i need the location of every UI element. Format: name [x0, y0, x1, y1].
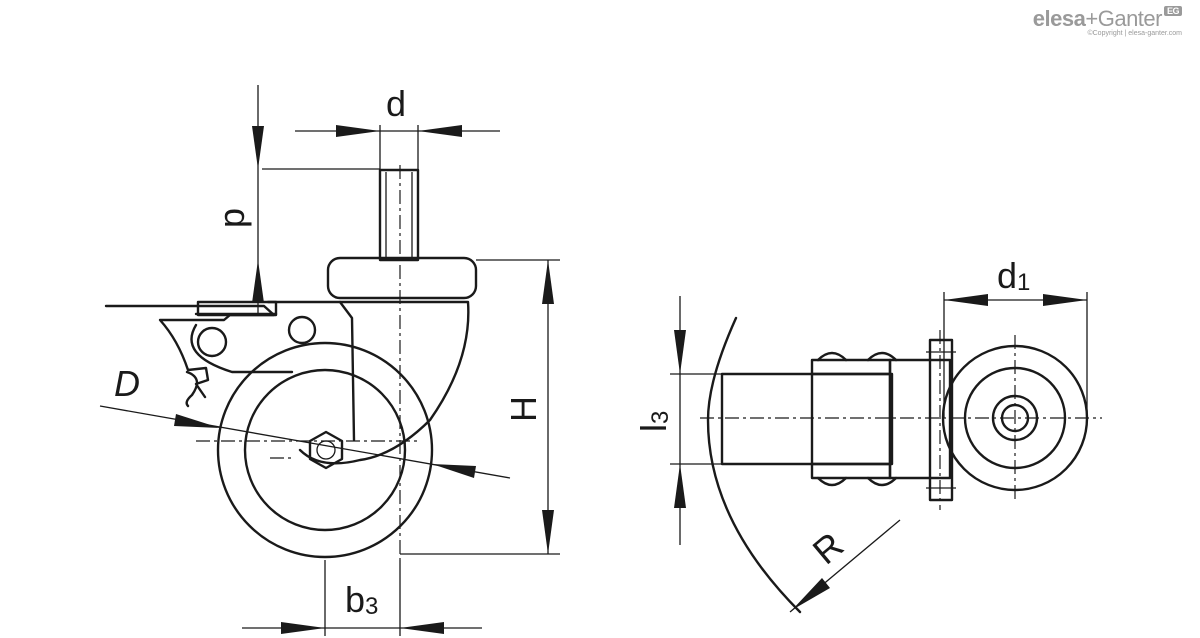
dim-D: D	[99, 363, 511, 479]
label-d1: d1	[997, 255, 1030, 296]
top-view	[700, 316, 1102, 614]
label-l3: l3	[633, 411, 674, 432]
label-p: p	[211, 208, 252, 228]
label-H: H	[503, 396, 544, 422]
swivel-radius-arc	[706, 316, 802, 614]
swivel-housing	[720, 372, 894, 466]
threaded-stem	[378, 168, 420, 262]
front-view	[104, 165, 478, 560]
mounting-plate	[326, 256, 478, 300]
dim-b3: b3	[242, 560, 482, 636]
dim-H: H	[400, 259, 560, 555]
fork-plate	[888, 358, 952, 480]
fork-body	[266, 300, 470, 465]
logo-badge: EG	[1163, 6, 1182, 16]
logo-copyright: ©Copyright | elesa-ganter.com	[1087, 30, 1182, 37]
dim-R: R	[789, 519, 901, 613]
wheel-hub	[243, 368, 407, 532]
brake-pivot	[196, 326, 228, 358]
label-D: D	[114, 363, 140, 404]
dim-d: d	[295, 83, 500, 170]
wheel-outer	[216, 341, 434, 559]
dim-l3: l3	[633, 296, 722, 545]
label-b3: b3	[345, 579, 378, 620]
dim-p: p	[211, 85, 380, 315]
label-d: d	[386, 83, 406, 124]
fork-pivot	[287, 315, 317, 345]
label-R: R	[805, 524, 851, 572]
dim-d1: d1	[943, 255, 1088, 418]
